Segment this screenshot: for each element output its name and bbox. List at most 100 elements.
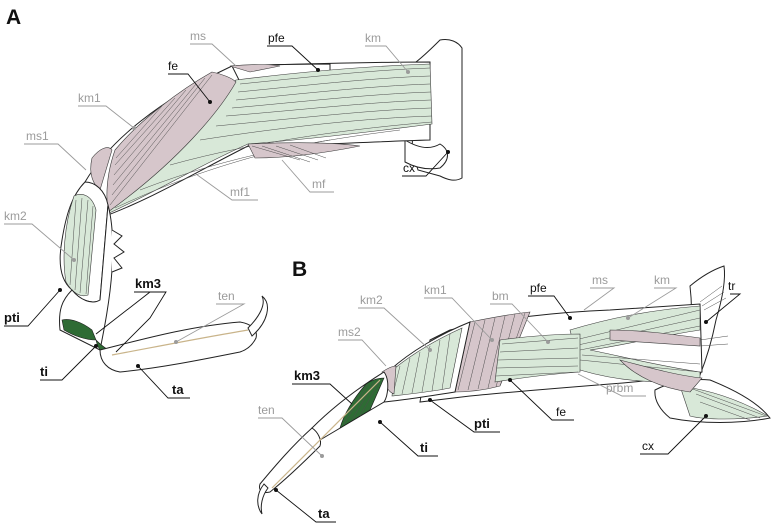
panel-b-cx-muscle	[679, 385, 769, 420]
label-a-ms: ms	[190, 29, 206, 43]
leader-b-tr	[705, 293, 742, 323]
panel-b-tendon	[271, 379, 381, 489]
panel-b-letter: B	[292, 258, 307, 281]
leader-a-pfe	[267, 45, 319, 71]
dot-a-km1	[132, 126, 136, 130]
leader-b-ti	[379, 421, 438, 457]
label-a-mf: mf	[312, 177, 326, 191]
label-a-ta: ta	[172, 382, 184, 397]
leader-a-mf1	[195, 173, 258, 201]
dot-b-tr	[704, 320, 708, 324]
label-b-km3: km3	[294, 368, 320, 383]
panel-a-muscle-ms1	[90, 147, 113, 191]
panel-a-muscle-ms	[229, 64, 281, 73]
leader-b-prbm	[577, 373, 646, 397]
dot-a-ta	[136, 364, 140, 368]
panel-b-claw	[257, 483, 269, 515]
leader-b-km2	[358, 307, 431, 351]
leader-b-fe	[509, 379, 574, 421]
leader-a-ta	[137, 365, 190, 399]
label-b-ms: ms	[592, 273, 608, 287]
label-a-km: km	[365, 31, 381, 45]
leader-b-ms2	[338, 339, 387, 367]
panel-a-mf-fibres	[251, 144, 327, 163]
panel-b-muscle-fe	[494, 333, 581, 383]
label-b-ta: ta	[318, 506, 330, 521]
panel-b-tarsus	[259, 427, 321, 493]
leader-a-fe	[168, 73, 211, 103]
dot-a-km2	[72, 258, 76, 262]
dot-b-km2	[428, 348, 432, 352]
dot-a-cx	[446, 150, 450, 154]
label-b-pti: pti	[474, 416, 490, 431]
leader-b-ms	[583, 287, 616, 311]
panel-b-cx-fibres	[689, 387, 767, 421]
leader-a-mf	[281, 159, 334, 193]
dot-a-ten	[174, 340, 178, 344]
panel-a-coxa-joint	[404, 139, 448, 170]
dot-a-pti	[58, 288, 62, 292]
label-b-tr: tr	[728, 279, 735, 293]
dot-b-cx	[704, 414, 708, 418]
leader-a-cx	[402, 151, 449, 177]
leader-b-bm	[490, 303, 549, 343]
panel-b-muscle-bm	[609, 329, 701, 347]
leader-a-ms	[190, 43, 237, 67]
dot-b-ti	[378, 420, 382, 424]
label-a-ms1: ms1	[26, 129, 49, 143]
leader-a-ti	[40, 345, 97, 381]
label-a-ti: ti	[40, 364, 48, 379]
label-a-km3: km3	[135, 276, 161, 291]
leader-b-km	[627, 287, 678, 319]
leader-a-km3b	[95, 291, 151, 335]
leader-a-pti	[4, 289, 61, 327]
leader-b-km1	[424, 297, 493, 341]
panel-a-km1-fibres	[109, 74, 213, 206]
label-b-fe: fe	[556, 405, 566, 419]
label-b-ti: ti	[420, 440, 428, 455]
dot-b-bm	[546, 340, 550, 344]
panel-b-fe-fibres	[495, 337, 579, 377]
panel-a-muscle-mf	[247, 142, 361, 159]
leader-a-ms1	[24, 143, 87, 171]
leader-a-ten	[175, 303, 246, 343]
panel-b-muscle-prbm	[619, 359, 703, 393]
panel-b: B	[257, 258, 771, 523]
label-a-km2: km2	[4, 209, 27, 223]
dot-b-km1	[490, 338, 494, 342]
label-b-ten: ten	[258, 403, 275, 417]
leader-a-km	[365, 45, 409, 73]
label-b-bm: bm	[492, 289, 509, 303]
leader-b-ta	[275, 489, 336, 523]
leader-b-pti	[429, 399, 500, 433]
dot-b-fe	[508, 378, 512, 382]
label-a-mf1: mf1	[230, 185, 250, 199]
dot-b-ten	[320, 454, 324, 458]
dot-a-km	[406, 70, 410, 74]
label-b-km: km	[654, 273, 670, 287]
leader-b-ten	[258, 417, 323, 457]
dot-b-pti	[428, 398, 432, 402]
panel-a-tarsus	[99, 321, 257, 373]
dot-b-km	[626, 316, 630, 320]
leader-a-km2	[4, 223, 75, 261]
label-a-pfe: pfe	[268, 31, 285, 45]
label-a-km1: km1	[78, 91, 101, 105]
panel-b-tr-fibres	[699, 285, 729, 347]
panel-a-claw	[247, 295, 268, 337]
leader-b-km3	[292, 383, 353, 405]
panel-a-tibia-spines	[111, 229, 125, 273]
label-b-prbm: prbm	[606, 381, 633, 395]
label-b-pfe: pfe	[530, 281, 547, 295]
label-b-ms2: ms2	[338, 325, 361, 339]
label-a-ten: ten	[218, 289, 235, 303]
label-b-km1: km1	[424, 283, 447, 297]
leader-a-km1	[78, 105, 135, 129]
leader-b-pfe	[528, 295, 571, 319]
dot-b-ta	[274, 488, 278, 492]
panel-a-km2-fibres	[69, 197, 94, 295]
dot-b-pfe	[568, 316, 572, 320]
dot-a-ti	[94, 344, 98, 348]
